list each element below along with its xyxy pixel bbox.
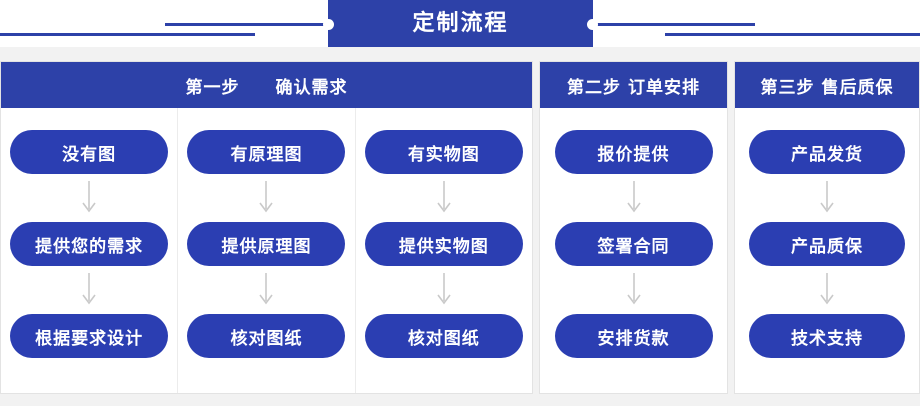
section-body-step-1: 没有图 提供您的需求 根据要求设计	[1, 108, 532, 393]
flow-step-pill[interactable]: 提供您的需求	[10, 222, 169, 266]
section-body-step-3: 产品发货 产品质保 技术支持	[735, 108, 919, 393]
circle-notch-icon-right	[587, 19, 598, 30]
flow-step-pill[interactable]: 核对图纸	[364, 314, 523, 358]
decorative-rule-right-bottom	[665, 33, 920, 36]
circle-notch-icon-left	[323, 19, 334, 30]
flow-step-pill[interactable]: 产品发货	[749, 130, 905, 174]
arrow-down-icon	[434, 266, 454, 314]
page-title: 定制流程	[412, 10, 509, 36]
flow-step-pill[interactable]: 有原理图	[187, 130, 346, 174]
flow-step-pill[interactable]: 提供原理图	[187, 222, 346, 266]
flow-column-physical-photo: 有实物图 提供实物图 核对图纸	[354, 108, 532, 393]
flow-step-pill[interactable]: 签署合同	[554, 222, 713, 266]
flow-step-pill[interactable]: 安排货款	[554, 314, 713, 358]
flow-column-schematic: 有原理图 提供原理图 核对图纸	[177, 108, 354, 393]
section-heading-step-3: 第三步 售后质保	[735, 62, 919, 108]
arrow-down-icon	[434, 174, 454, 222]
arrow-down-icon	[256, 266, 276, 314]
section-panel-step-2: 第二步 订单安排 报价提供 签署合同	[539, 61, 728, 394]
flow-step-pill[interactable]: 根据要求设计	[10, 314, 169, 358]
decorative-rule-left-top	[165, 23, 330, 26]
flow-step-pill[interactable]: 报价提供	[554, 130, 713, 174]
flow-step-pill[interactable]: 提供实物图	[364, 222, 523, 266]
flow-step-pill[interactable]: 核对图纸	[187, 314, 346, 358]
section-body-step-2: 报价提供 签署合同 安排货款	[540, 108, 727, 393]
arrow-down-icon	[256, 174, 276, 222]
arrow-down-icon	[624, 266, 644, 314]
page-title-banner: 定制流程	[328, 0, 593, 47]
flow-step-pill[interactable]: 技术支持	[749, 314, 905, 358]
arrow-down-icon	[817, 266, 837, 314]
arrow-down-icon	[817, 174, 837, 222]
decorative-rule-left-bottom	[0, 33, 255, 36]
section-heading-step-1: 第一步 确认需求	[1, 62, 532, 108]
flow-step-pill[interactable]: 产品质保	[749, 222, 905, 266]
arrow-down-icon	[624, 174, 644, 222]
flow-sections: 第一步 确认需求 没有图 提供您的需求	[0, 61, 920, 394]
flow-column-no-drawing: 没有图 提供您的需求 根据要求设计	[1, 108, 177, 393]
section-heading-step-2: 第二步 订单安排	[540, 62, 727, 108]
section-panel-step-3: 第三步 售后质保 产品发货 产品质保	[734, 61, 920, 394]
arrow-down-icon	[79, 266, 99, 314]
flow-step-pill[interactable]: 没有图	[10, 130, 169, 174]
banner-gap-strip	[0, 47, 920, 61]
decorative-rule-right-top	[590, 23, 755, 26]
arrow-down-icon	[79, 174, 99, 222]
flow-column-order-arrangement: 报价提供 签署合同 安排货款	[540, 108, 727, 393]
flow-step-pill[interactable]: 有实物图	[364, 130, 523, 174]
flow-column-after-sales: 产品发货 产品质保 技术支持	[735, 108, 919, 393]
section-panel-step-1: 第一步 确认需求 没有图 提供您的需求	[0, 61, 533, 394]
